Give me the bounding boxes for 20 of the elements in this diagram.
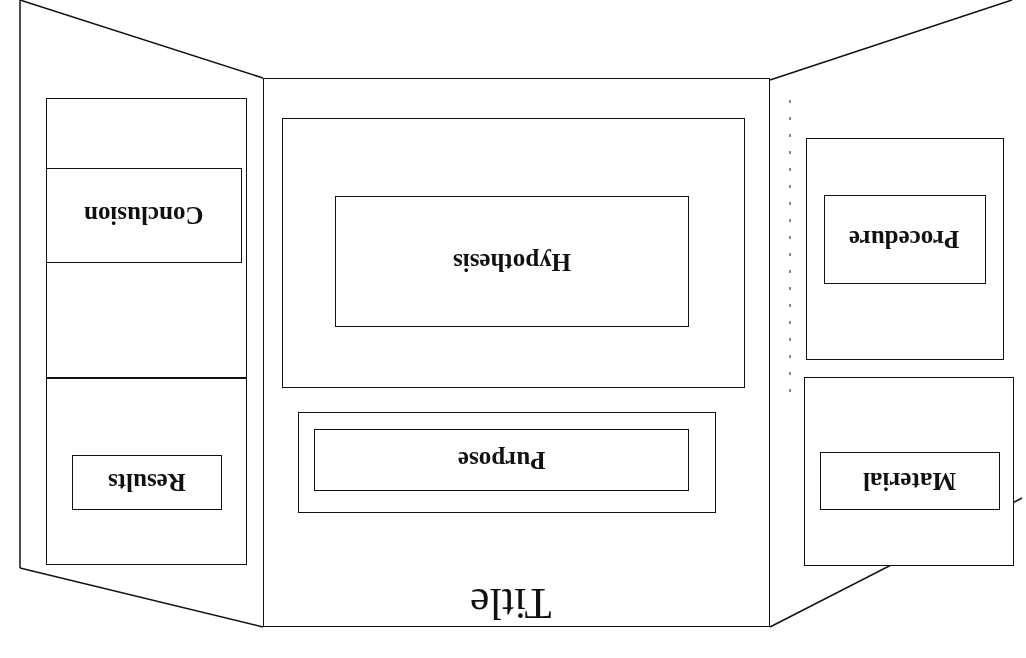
panel-box xyxy=(804,377,1014,566)
section-heading: Results xyxy=(107,468,186,496)
section-box xyxy=(71,454,222,510)
section-heading: Hypothesis xyxy=(452,247,572,276)
section-box xyxy=(314,429,689,491)
section-heading: Purpose xyxy=(457,446,546,474)
section-heading: Material xyxy=(863,466,956,495)
section-box xyxy=(45,167,242,263)
title-text: Title xyxy=(470,578,552,629)
panel-box xyxy=(281,117,745,388)
panel-box xyxy=(46,378,247,565)
panel-box xyxy=(46,98,247,378)
section-heading: Conclusion xyxy=(83,201,204,229)
section-box xyxy=(823,194,986,284)
section-box xyxy=(819,451,1000,510)
panel-box xyxy=(297,411,716,513)
section-heading: Procedure xyxy=(849,225,960,253)
section-box xyxy=(335,196,689,327)
panel-box xyxy=(263,78,770,627)
panel-box xyxy=(806,138,1004,360)
